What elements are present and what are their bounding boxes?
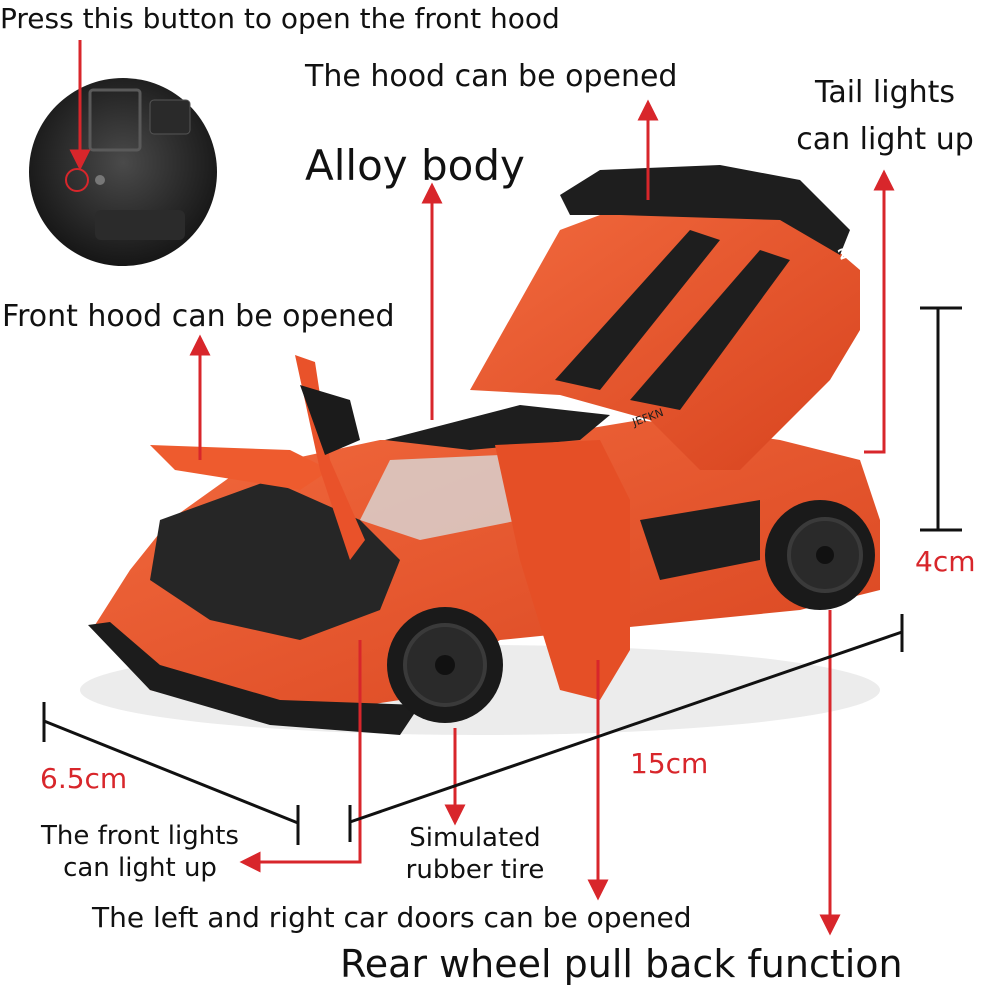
front-lights-label-line2: can light up bbox=[63, 853, 217, 883]
rubber-tire-label-line1: Simulated bbox=[409, 823, 541, 853]
alloy-body-label: Alloy body bbox=[305, 141, 525, 190]
pull-back-label: Rear wheel pull back function bbox=[340, 942, 903, 986]
width-dimension: 6.5cm bbox=[40, 762, 128, 795]
height-dimension: 4cm bbox=[915, 545, 976, 578]
length-dimension: 15cm bbox=[630, 747, 709, 780]
car-model bbox=[80, 165, 880, 735]
width-line bbox=[43, 719, 299, 825]
hood-opened-label: The hood can be opened bbox=[305, 59, 678, 94]
tail-lights-label-line1: Tail lights bbox=[814, 75, 956, 110]
doors-label: The left and right car doors can be open… bbox=[92, 901, 692, 934]
rubber-tire-label-line2: rubber tire bbox=[405, 855, 545, 885]
length-line bbox=[349, 630, 903, 824]
annotation-arrows bbox=[69, 40, 895, 936]
tail-lights-label-line2: can light up bbox=[796, 122, 974, 157]
press-button-label: Press this button to open the front hood bbox=[0, 2, 560, 35]
arrow-tail-lights bbox=[864, 169, 895, 454]
dimension-lines bbox=[42, 306, 962, 845]
hood-button-closeup bbox=[29, 78, 217, 266]
arrow-front-lights bbox=[239, 640, 362, 873]
front-hood-label: Front hood can be opened bbox=[2, 299, 395, 334]
front-lights-label-line1: The front lights bbox=[41, 821, 239, 851]
